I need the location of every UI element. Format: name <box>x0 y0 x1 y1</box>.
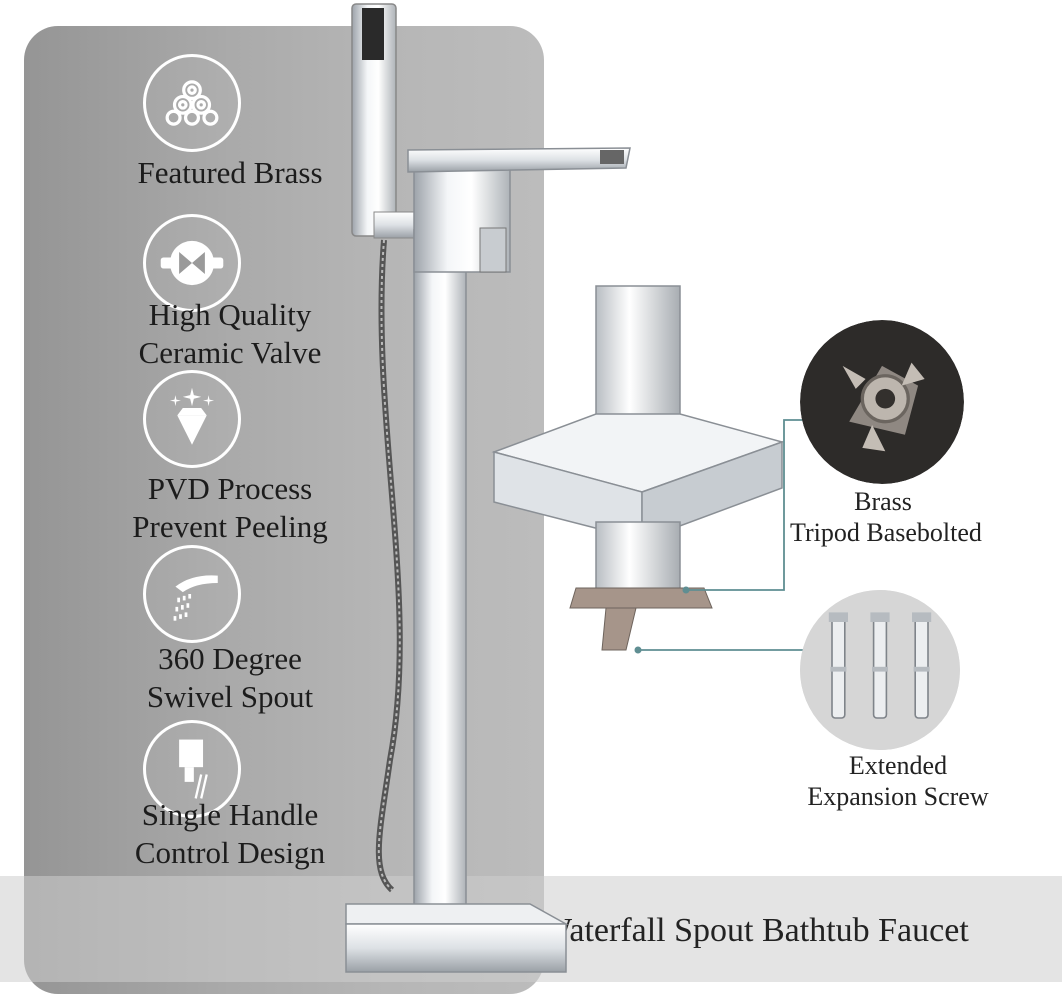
swivel-shower-icon <box>143 545 241 643</box>
callout-lines <box>634 419 810 654</box>
tripod-photo <box>800 320 964 484</box>
tripod-callout-label: Brass Tripod Basebolted <box>790 487 982 547</box>
diamond-sparkle-icon <box>143 370 241 468</box>
base-closeup-image <box>491 285 785 651</box>
feature-handle-label: Single Handle Control Design <box>134 797 326 870</box>
screw-callout-label: Extended Expansion Screw <box>807 751 989 811</box>
brass-pipes-icon <box>143 54 241 152</box>
feature-swivel-label: 360 Degree Swivel Spout <box>146 641 314 714</box>
feature-valve-label: High Quality Ceramic Valve <box>138 297 322 370</box>
feature-brass-label: Featured Brass <box>137 155 323 190</box>
ceramic-valve-icon <box>143 214 241 312</box>
feature-pvd-label: PVD Process Prevent Peeling <box>132 471 328 544</box>
faucet-image <box>345 3 631 973</box>
expansion-screw-photo <box>800 590 960 750</box>
single-handle-icon <box>143 720 241 818</box>
product-title: Waterfall Spout Bathtub Faucet <box>540 912 969 949</box>
